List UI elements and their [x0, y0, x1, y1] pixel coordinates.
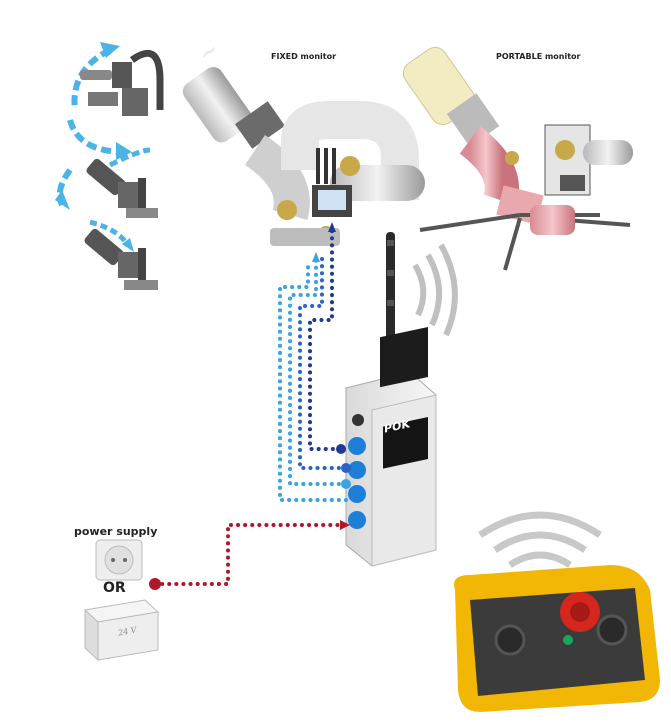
fixed-monitor-illustration	[182, 67, 425, 246]
cable-end-markers	[149, 222, 351, 590]
monitor-icon-3	[84, 228, 158, 290]
battery-icon	[83, 599, 160, 662]
connector-ports	[348, 437, 366, 529]
monitor-motion-icons	[55, 42, 164, 290]
portable-monitor-illustration	[402, 46, 633, 271]
or-label: OR	[103, 580, 126, 596]
radio-wave-icon-remote	[478, 511, 602, 568]
remote-control	[454, 511, 660, 712]
tilt-arrow-icon	[55, 147, 151, 210]
power-socket-icon	[95, 539, 143, 581]
monitor-icon-1	[80, 49, 164, 116]
power-supply-label: power supply	[74, 525, 158, 538]
monitor-icon-2	[86, 158, 158, 218]
control-box	[345, 232, 458, 567]
jet-arrow-icon	[89, 219, 134, 252]
radio-wave-icon	[412, 243, 458, 337]
fixed-monitor-label: FIXED monitor	[271, 52, 337, 61]
signal-cables	[153, 226, 348, 586]
portable-monitor-label: PORTABLE monitor	[496, 52, 581, 61]
